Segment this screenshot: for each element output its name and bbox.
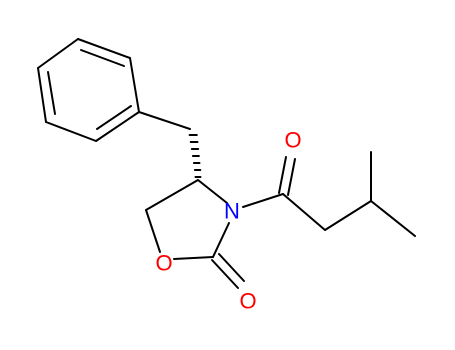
bond-n3-acyl-c [242,193,284,208]
bond-c5-o1 [145,209,161,253]
bond-acyl-c-o-double-b [287,158,296,196]
bond-benzene-5 [37,67,47,123]
bond-ch2-ch [324,200,372,231]
bond-c4-n3 [197,179,228,204]
atom-label-ring-oxygen: O [155,251,172,276]
bonds [37,38,416,289]
atom-labels: O N O O [155,128,301,314]
atom-label-carbonyl-oxygen-acyl: O [284,128,301,153]
bond-c2-o-double-b [218,253,245,282]
atom-label-ring-nitrogen: N [224,199,240,224]
hashed-wedge-bond [188,134,202,178]
bond-benzene-1 [77,38,131,59]
bond-ring-to-ch2 [138,111,191,130]
bond-benzene-6 [37,38,79,69]
atom-label-carbonyl-oxygen-ring: O [239,289,256,314]
bond-benzene-5-inner [47,71,56,115]
bond-benzene-2 [129,57,140,113]
bond-benzene-1-inner [80,49,125,67]
bond-c2-n3 [212,222,230,258]
bond-benzene-3 [95,111,140,142]
bond-acyl-c-o-double-a [278,156,287,194]
bond-c2-o-double-a [211,259,239,289]
bond-benzene-4 [45,121,97,142]
bond-o1-c2 [173,256,214,260]
bond-acyl-c-ch2 [282,193,326,231]
bond-ch-ch3-right [370,200,416,237]
bond-benzene-3-inner [96,105,132,130]
bond-c4-c5 [145,179,199,211]
